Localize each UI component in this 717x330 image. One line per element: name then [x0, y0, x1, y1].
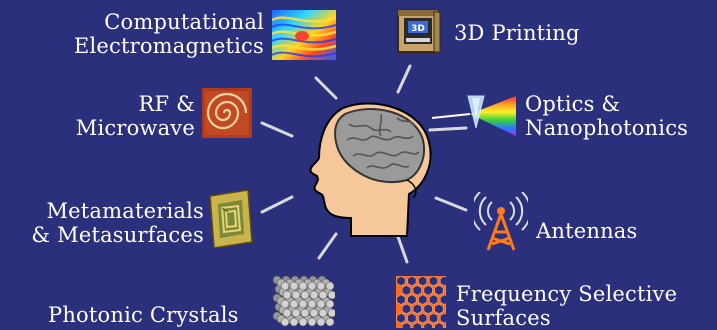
label-computational-em-line2: Electromagnetics — [73, 34, 264, 58]
3d-printer-icon: 3D — [396, 6, 442, 54]
label-metamaterials-line1: Metamaterials — [46, 199, 204, 223]
hexagon-grid-icon — [396, 276, 446, 328]
spoke-photonic — [317, 232, 338, 260]
label-photonic-crystals: Photonic Crystals — [48, 303, 239, 327]
spiral-inductor-icon — [202, 88, 252, 138]
label-rf-line1: RF & — [138, 92, 195, 116]
label-fss-line1: Frequency Selective — [456, 282, 678, 306]
label-optics: Optics & Nanophotonics — [525, 92, 688, 140]
spoke-rf — [260, 121, 294, 138]
label-metamaterials: Metamaterials & Metasurfaces — [31, 199, 204, 247]
head-brain-icon — [303, 100, 433, 240]
label-optics-line1: Optics & — [525, 92, 621, 116]
label-computational-em-line1: Computational — [104, 10, 264, 34]
spoke-optics — [428, 126, 468, 132]
metasurface-tile-icon — [208, 190, 254, 248]
label-rf-microwave: RF & Microwave — [76, 92, 195, 140]
spoke-metamaterials — [260, 195, 294, 214]
label-fss-line2: Surfaces — [456, 306, 551, 330]
label-antennas: Antennas — [536, 219, 638, 243]
spoke-fss — [395, 232, 409, 264]
field-plot-icon — [272, 10, 336, 60]
label-fss: Frequency Selective Surfaces — [456, 282, 677, 330]
spoke-3d-printing — [396, 64, 412, 94]
prism-icon — [432, 94, 516, 138]
spoke-antennas — [434, 196, 468, 212]
label-computational-em: Computational Electromagnetics — [74, 10, 264, 58]
label-3d-printing: 3D Printing — [454, 21, 580, 45]
label-metamaterials-line2: & Metasurfaces — [31, 223, 204, 247]
antenna-tower-icon — [474, 192, 528, 252]
crystal-lattice-icon — [271, 272, 335, 330]
label-optics-line2: Nanophotonics — [525, 116, 689, 140]
spoke-computational-em — [314, 76, 338, 100]
svg-text:3D: 3D — [411, 24, 425, 34]
label-rf-line2: Microwave — [75, 116, 195, 140]
